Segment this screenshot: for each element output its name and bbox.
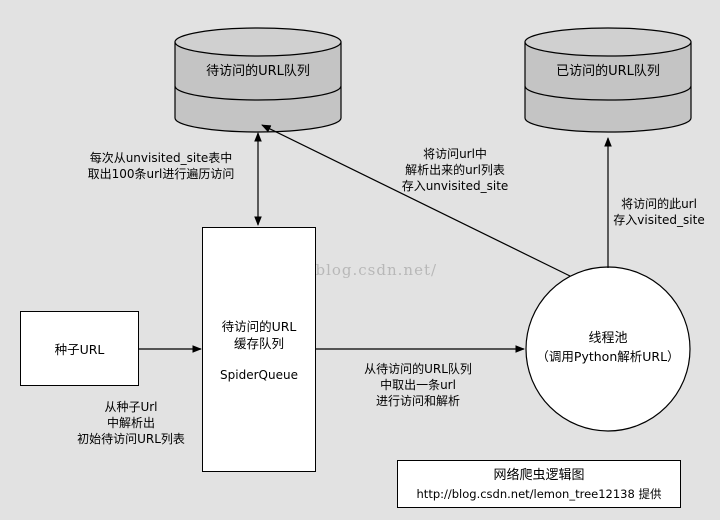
spider-queue-box: 待访问的URL 缓存队列 SpiderQueue bbox=[202, 227, 316, 472]
caption-title: 网络爬虫逻辑图 bbox=[493, 468, 585, 483]
caption-credit: http://blog.csdn.net/lemon_tree12138 提供 bbox=[416, 487, 662, 501]
dispatch-note: 从待访问的URL队列 中取出一条url 进行访问和解析 bbox=[364, 362, 472, 408]
store-note: 将访问的此url 存入visited_site bbox=[613, 197, 705, 227]
caption-box: 网络爬虫逻辑图 http://blog.csdn.net/lemon_tree1… bbox=[397, 460, 681, 508]
parse-note: 将访问url中 解析出来的url列表 存入unvisited_site bbox=[401, 147, 509, 193]
thread-pool-subtitle: （调用Python解析URL） bbox=[536, 349, 680, 364]
fetch-note: 每次从unvisited_site表中 取出100条url进行遍历访问 bbox=[87, 151, 235, 181]
visited-queue-label: 已访问的URL队列 bbox=[556, 64, 660, 79]
seed-url-label: 种子URL bbox=[54, 342, 105, 357]
thread-pool-title: 线程池 bbox=[588, 331, 628, 346]
spider-queue-title: 待访问的URL 缓存队列 bbox=[221, 319, 297, 351]
unvisited-queue-cylinder bbox=[174, 27, 342, 133]
seed-note: 从种子Url 中解析出 初始待访问URL列表 bbox=[77, 400, 185, 446]
visited-queue-cylinder bbox=[524, 27, 692, 133]
unvisited-queue-label: 待访问的URL队列 bbox=[206, 64, 310, 79]
parsed-urls-arrow bbox=[261, 124, 571, 277]
spider-queue-name: SpiderQueue bbox=[220, 368, 298, 382]
seed-url-box: 种子URL bbox=[20, 311, 139, 386]
